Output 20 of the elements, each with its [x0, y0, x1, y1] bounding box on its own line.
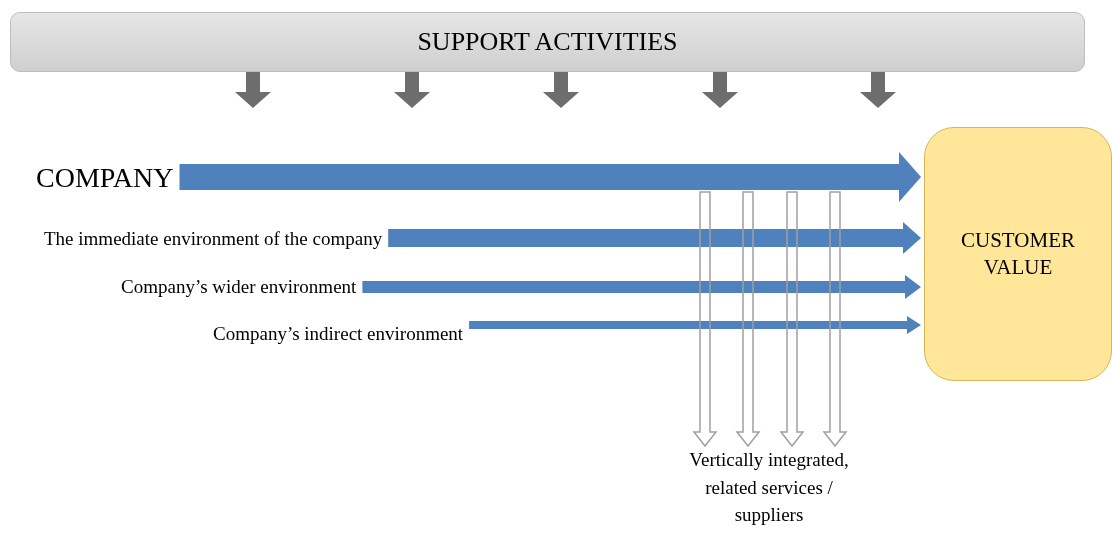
label-text: Vertically integrated, related services / suppliers [680, 446, 858, 529]
arrow [860, 72, 896, 108]
label-text: Company’s indirect environment [213, 322, 464, 347]
label-text: The immediate environment of the company [44, 227, 383, 252]
arrow [179, 152, 921, 202]
arrow [235, 72, 271, 108]
arrow [394, 72, 430, 108]
header-bar: SUPPORT ACTIVITIES [10, 12, 1085, 72]
label-text: Company’s wider environment [121, 275, 357, 300]
arrow [702, 72, 738, 108]
arrow [362, 275, 921, 299]
arrow [388, 222, 921, 254]
rounded-box: CUSTOMER VALUE [924, 127, 1112, 381]
arrow [735, 191, 761, 448]
arrow [692, 191, 718, 448]
arrow [469, 316, 921, 334]
arrow [543, 72, 579, 108]
arrow [822, 191, 848, 448]
arrow [779, 191, 805, 448]
label-text: COMPANY [36, 160, 174, 197]
